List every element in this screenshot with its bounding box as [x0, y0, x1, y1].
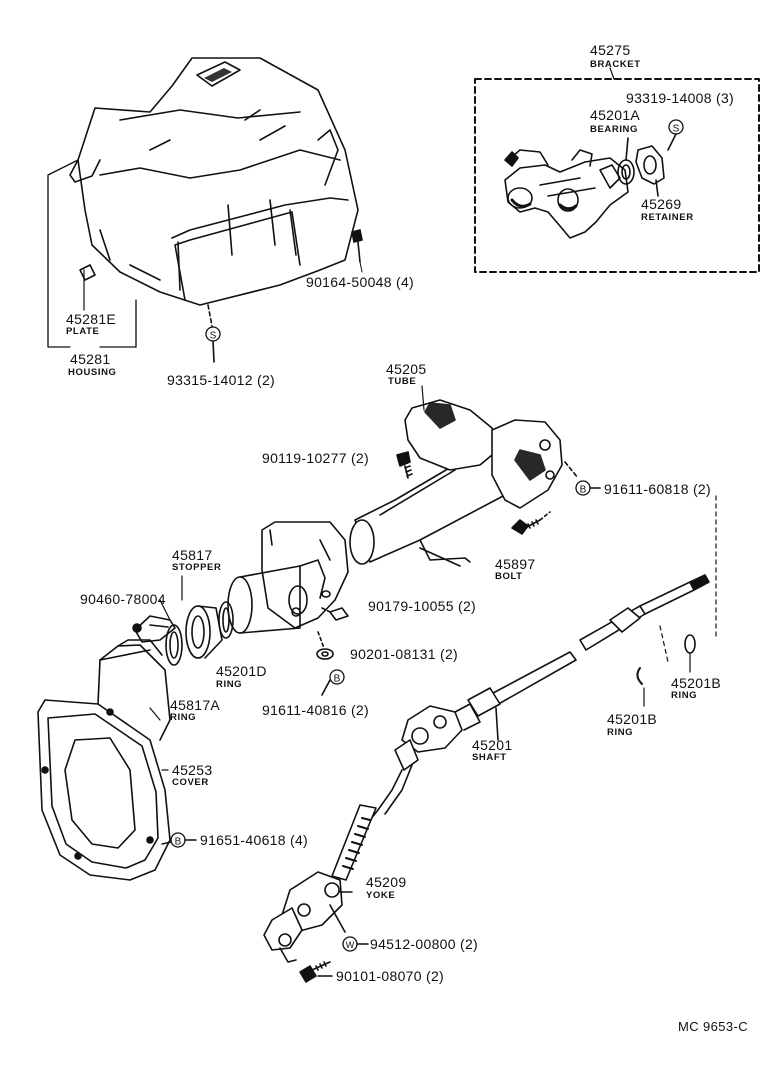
screw-90164-part	[351, 229, 363, 273]
lower-mount-part	[227, 521, 349, 634]
part-number-cover: 45253	[172, 762, 213, 778]
housing-part	[69, 57, 359, 306]
part-name-ring-b2: RING	[607, 727, 634, 738]
svg-text:B: B	[334, 674, 341, 685]
part-number-ring-b2: 45201B	[607, 711, 658, 727]
part-name-yoke: YOKE	[366, 890, 396, 901]
svg-text:S: S	[210, 331, 217, 342]
part-number-plate: 45281E	[66, 311, 117, 327]
ring-b-parts	[636, 625, 696, 707]
part-number-94512: 94512-00800 (2)	[370, 936, 479, 952]
bolt-90119-part	[396, 451, 413, 479]
svg-text:W: W	[346, 940, 355, 950]
part-number-yoke: 45209	[366, 874, 407, 890]
clip-90460-part	[132, 615, 176, 643]
part-name-bearing: BEARING	[590, 124, 639, 135]
part-number-bearing: 45201A	[590, 107, 641, 123]
part-number-90179: 90179-10055 (2)	[368, 598, 477, 614]
bracket-group-box	[474, 78, 760, 273]
part-number-tube: 45205	[386, 361, 427, 377]
part-number-stopper: 45817	[172, 547, 213, 563]
s-symbol-93315: S	[205, 304, 221, 363]
svg-text:B: B	[175, 837, 182, 848]
part-number-91611a: 91611-60818 (2)	[604, 481, 711, 497]
part-name-tube: TUBE	[388, 376, 417, 387]
part-number-bolt: 45897	[495, 556, 536, 572]
svg-text:S: S	[673, 124, 680, 135]
part-name-ring-a: RING	[170, 712, 197, 723]
part-number-90164: 90164-50048 (4)	[306, 274, 415, 290]
bolt-45897-part	[511, 511, 551, 535]
part-name-ring-b1: RING	[671, 690, 698, 701]
part-name-housing: HOUSING	[68, 367, 117, 378]
retainer-part	[635, 145, 665, 197]
part-name-retainer: RETAINER	[641, 212, 694, 223]
part-number-93319: 93319-14008 (3)	[626, 90, 735, 106]
part-name-ring-d: RING	[216, 679, 243, 690]
part-number-shaft: 45201	[472, 737, 513, 753]
shaft-part	[467, 574, 710, 741]
part-number-90101: 90101-08070 (2)	[336, 968, 445, 984]
part-number-90460: 90460-78004	[80, 591, 166, 607]
part-name-cover: COVER	[172, 777, 209, 788]
bracket-part	[504, 149, 629, 239]
b-symbol-91651: B	[161, 832, 197, 848]
part-name-bracket: BRACKET	[590, 59, 641, 70]
part-number-91651: 91651-40618 (4)	[200, 832, 309, 848]
u-joint-upper-part	[369, 703, 481, 821]
ring-d-part	[218, 601, 234, 639]
washer-90201-part	[316, 631, 334, 660]
yoke-part	[263, 871, 353, 963]
nut-90179-part	[321, 607, 349, 621]
part-number-housing: 45281	[70, 351, 111, 367]
stopper-part	[185, 605, 223, 659]
part-number-91611b: 91611-40816 (2)	[262, 702, 369, 718]
b-symbol-91611b: B	[321, 669, 345, 696]
bolt-90101-part	[299, 961, 333, 983]
part-name-plate: PLATE	[66, 326, 100, 337]
part-number-bracket: 45275	[590, 42, 631, 58]
part-name-shaft: SHAFT	[472, 752, 507, 763]
housing-bracket-line	[47, 159, 79, 348]
part-number-ring-d: 45201D	[216, 663, 267, 679]
bearing-part	[617, 137, 635, 185]
w-symbol-94512: W	[329, 904, 369, 952]
cover-part	[37, 639, 171, 881]
b-symbol-91611a: B	[564, 461, 601, 496]
part-number-90119: 90119-10277 (2)	[262, 450, 369, 466]
part-number-93315: 93315-14012 (2)	[167, 372, 276, 388]
intermediate-shaft-part	[331, 804, 377, 881]
part-name-stopper: STOPPER	[172, 562, 222, 573]
svg-text:B: B	[580, 485, 587, 496]
tube-part	[349, 399, 563, 567]
s-symbol-93319: S	[667, 119, 684, 151]
figure-reference: MC 9653-C	[678, 1019, 749, 1034]
part-name-bolt: BOLT	[495, 571, 523, 582]
part-number-retainer: 45269	[641, 196, 682, 212]
part-number-ring-a: 45817A	[170, 697, 221, 713]
ring-a-part	[165, 624, 183, 666]
part-number-ring-b1: 45201B	[671, 675, 722, 691]
part-number-90201: 90201-08131 (2)	[350, 646, 459, 662]
